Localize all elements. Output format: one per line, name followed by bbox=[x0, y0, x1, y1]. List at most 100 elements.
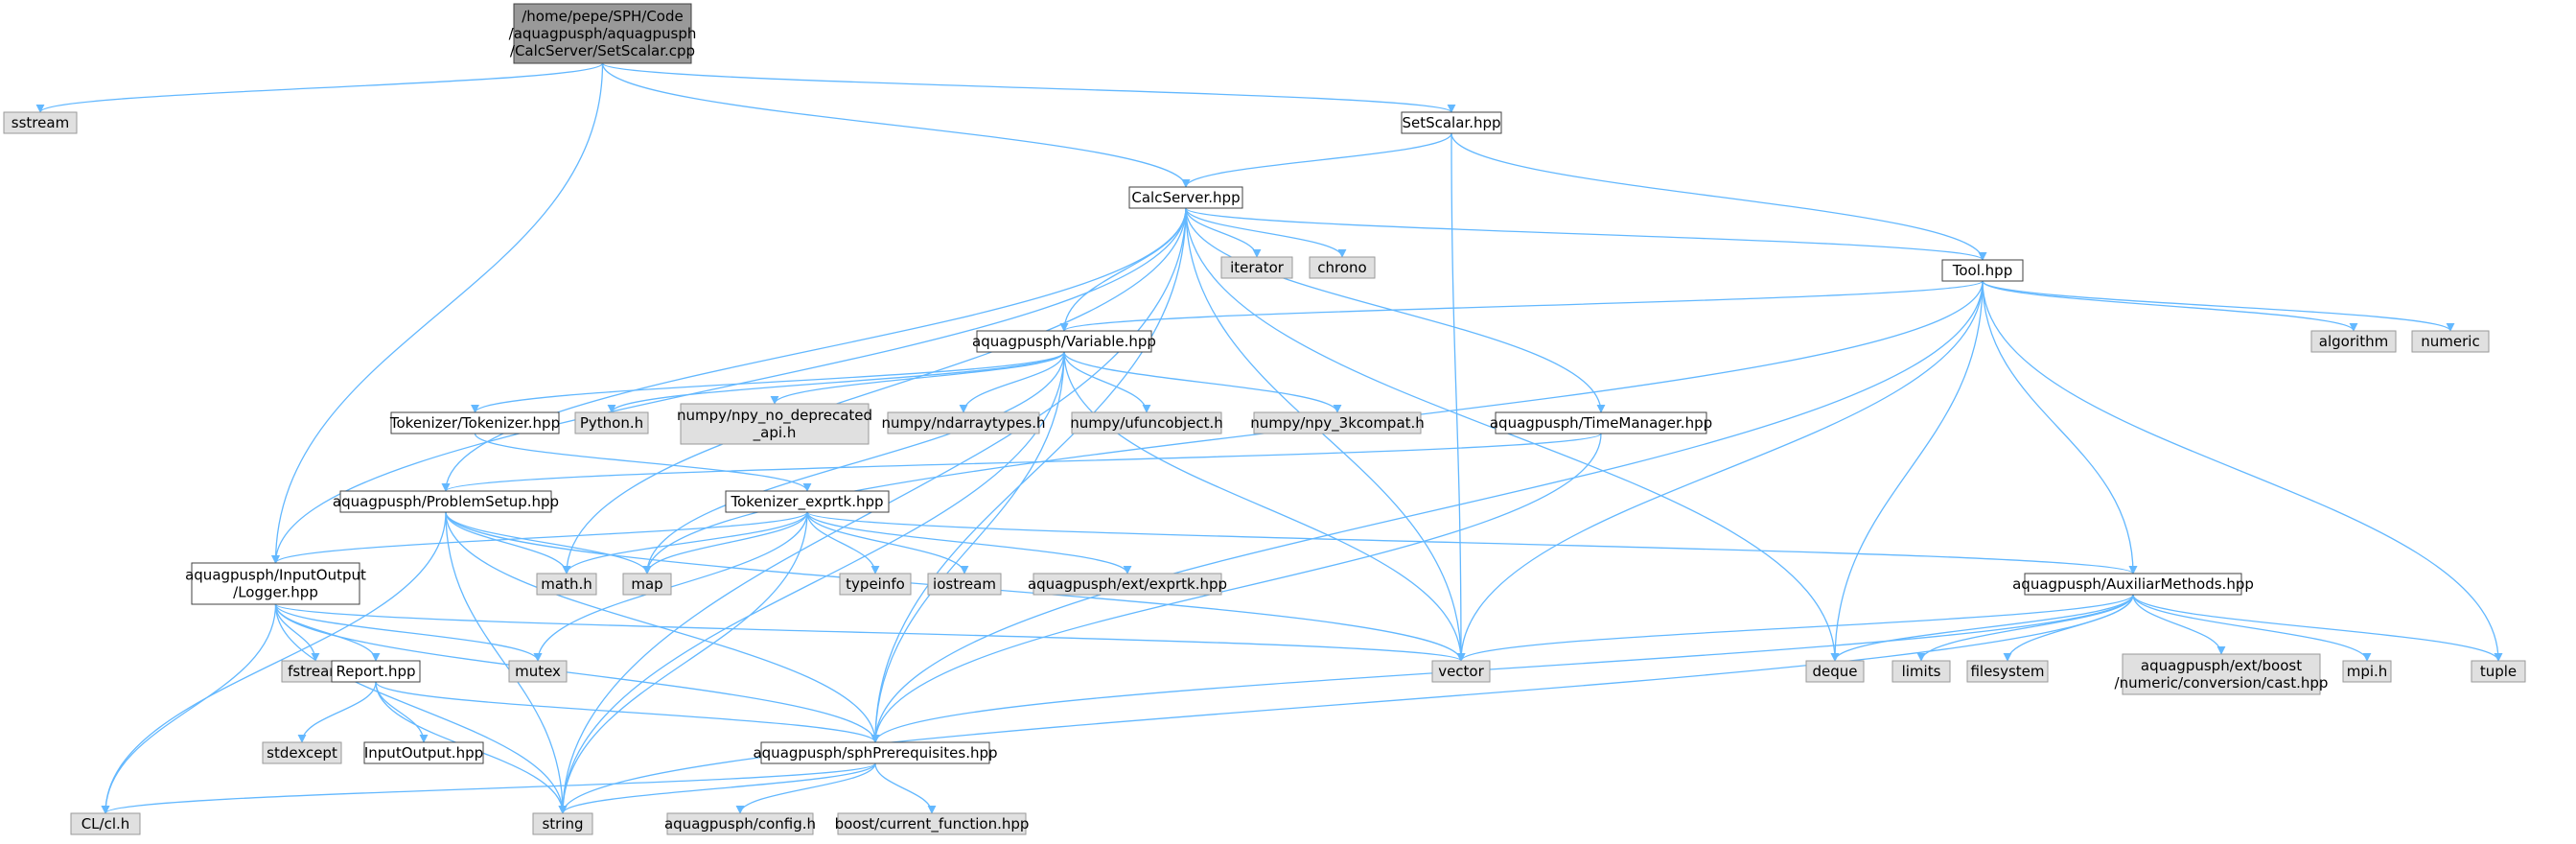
node-box-setscalar bbox=[1401, 111, 1502, 134]
node-timemanager[interactable]: aquagpusph/TimeManager.hpp bbox=[1490, 411, 1712, 434]
edge-variable-to-ufunc bbox=[1063, 351, 1151, 413]
node-iterator: iterator bbox=[1220, 256, 1293, 279]
node-box-problemsetup bbox=[339, 490, 552, 513]
edge-sphprereq-to-string bbox=[558, 762, 876, 814]
node-label-algorithm: algorithm bbox=[2319, 333, 2388, 350]
node-report[interactable]: Report.hpp bbox=[331, 660, 421, 683]
node-box-pythonh bbox=[574, 411, 649, 434]
node-label-numeric: numeric bbox=[2421, 333, 2479, 350]
node-box-tuple bbox=[2471, 660, 2526, 683]
edge-calcserver-to-vector bbox=[1185, 207, 1466, 662]
node-box-ufunc bbox=[1071, 411, 1222, 434]
node-box-exprtk bbox=[725, 490, 890, 513]
node-label-stdexcept: stdexcept bbox=[267, 744, 337, 762]
node-label-iterator: iterator bbox=[1230, 259, 1285, 276]
node-box-auxiliar bbox=[2024, 573, 2242, 596]
node-auxiliar[interactable]: aquagpusph/AuxiliarMethods.hpp bbox=[2012, 573, 2254, 596]
node-limits: limits bbox=[1891, 660, 1951, 683]
node-box-variable bbox=[976, 330, 1152, 353]
node-box-algorithm bbox=[2310, 330, 2397, 353]
edge-exprtk-to-auxiliar bbox=[806, 511, 2138, 574]
node-box-timemanager bbox=[1495, 411, 1707, 434]
node-label-problemsetup: aquagpusph/ProblemSetup.hpp bbox=[333, 493, 559, 510]
edges bbox=[35, 62, 2503, 814]
node-label-tool: Tool.hpp bbox=[1952, 262, 2012, 279]
node-map: map bbox=[622, 573, 672, 596]
node-label-variable: aquagpusph/Variable.hpp bbox=[972, 333, 1156, 350]
edge-auxiliar-to-deque bbox=[1830, 594, 2134, 662]
node-box-deque bbox=[1805, 660, 1865, 683]
edge-calcserver-to-mathh bbox=[562, 207, 1187, 574]
node-box-numeric bbox=[2411, 330, 2490, 353]
node-box-string bbox=[532, 812, 593, 835]
edge-auxiliar-to-vector bbox=[1456, 594, 2134, 662]
edge-exprtk-to-mutex bbox=[533, 511, 808, 662]
edge-exprtk-to-extexprtk bbox=[806, 511, 1132, 574]
node-label-typeinfo: typeinfo bbox=[846, 575, 905, 593]
edge-tool-to-tuple bbox=[1982, 280, 2503, 662]
node-variable[interactable]: aquagpusph/Variable.hpp bbox=[972, 330, 1156, 353]
edge-report-to-inputoutput bbox=[375, 681, 429, 743]
edge-logger-to-string bbox=[274, 603, 568, 814]
edge-tokenizer-to-exprtk bbox=[474, 433, 812, 492]
edge-logger-to-clh bbox=[101, 603, 277, 814]
edge-exprtk-to-mathh bbox=[562, 511, 808, 574]
node-problemsetup[interactable]: aquagpusph/ProblemSetup.hpp bbox=[333, 490, 559, 513]
node-box-tool bbox=[1941, 259, 2024, 282]
node-vector: vector bbox=[1431, 660, 1491, 683]
node-label-vector: vector bbox=[1438, 663, 1484, 680]
node-box-filesystem bbox=[1966, 660, 2049, 683]
edge-calcserver-to-variable bbox=[1059, 207, 1187, 332]
node-inputoutput[interactable]: InputOutput.hpp bbox=[363, 741, 484, 764]
edge-tool-to-algorithm bbox=[1982, 280, 2358, 332]
edge-calcserver-to-sphprereq bbox=[870, 207, 1187, 743]
node-box-stdexcept bbox=[262, 741, 342, 764]
edge-problemsetup-to-clh bbox=[101, 511, 447, 814]
node-filesystem: filesystem bbox=[1966, 660, 2049, 683]
node-box-mathh bbox=[536, 573, 597, 596]
node-box-ndarray bbox=[887, 411, 1040, 434]
node-box-inputoutput bbox=[363, 741, 484, 764]
node-stdexcept: stdexcept bbox=[262, 741, 342, 764]
node-label-calcserver: CalcServer.hpp bbox=[1131, 189, 1240, 206]
node-calcserver[interactable]: CalcServer.hpp bbox=[1128, 186, 1243, 209]
node-logger[interactable]: aquagpusph/InputOutput/Logger.hpp bbox=[185, 562, 366, 605]
node-root[interactable]: /home/pepe/SPH/Code/aquagpusph/aquagpusp… bbox=[509, 3, 697, 64]
edge-exprtk-to-string bbox=[558, 511, 808, 814]
edge-root-to-sstream bbox=[35, 62, 604, 113]
node-boostcast: aquagpusph/ext/boost/numeric/conversion/… bbox=[2115, 653, 2328, 695]
node-box-npy3k bbox=[1253, 411, 1422, 434]
node-deque: deque bbox=[1805, 660, 1865, 683]
edge-tool-to-variable bbox=[1059, 280, 1984, 332]
node-tool[interactable]: Tool.hpp bbox=[1941, 259, 2024, 282]
node-label-mpih: mpi.h bbox=[2347, 663, 2388, 680]
node-clh: CL/cl.h bbox=[70, 812, 141, 835]
edge-logger-to-vector bbox=[274, 603, 1466, 662]
node-box-typeinfo bbox=[839, 573, 912, 596]
node-setscalar[interactable]: SetScalar.hpp bbox=[1401, 111, 1502, 134]
node-box-calcserver bbox=[1128, 186, 1243, 209]
edge-root-to-logger bbox=[271, 62, 604, 564]
node-label-ufunc: numpy/ufuncobject.h bbox=[1070, 414, 1223, 432]
edge-logger-to-sphprereq bbox=[274, 603, 880, 743]
node-tokenizer[interactable]: Tokenizer/Tokenizer.hpp bbox=[389, 411, 560, 434]
node-string: string bbox=[532, 812, 593, 835]
node-label-npydep: numpy/npy_no_deprecated_api.h bbox=[677, 407, 872, 442]
node-sphprereq[interactable]: aquagpusph/sphPrerequisites.hpp bbox=[753, 741, 998, 764]
node-label-inputoutput: InputOutput.hpp bbox=[364, 744, 483, 762]
edge-sphprereq-to-clh bbox=[101, 762, 876, 814]
node-algorithm: algorithm bbox=[2310, 330, 2397, 353]
node-label-extexprtk: aquagpusph/ext/exprtk.hpp bbox=[1028, 575, 1227, 593]
node-label-logger: aquagpusph/InputOutput/Logger.hpp bbox=[185, 567, 366, 601]
edge-sphprereq-to-boostfn bbox=[874, 762, 937, 814]
node-pythonh: Python.h bbox=[574, 411, 649, 434]
edge-exprtk-to-typeinfo bbox=[806, 511, 880, 574]
node-label-clh: CL/cl.h bbox=[81, 815, 130, 832]
node-exprtk[interactable]: Tokenizer_exprtk.hpp bbox=[725, 490, 890, 513]
node-label-mathh: math.h bbox=[541, 575, 592, 593]
node-label-exprtk: Tokenizer_exprtk.hpp bbox=[730, 493, 883, 511]
edge-variable-to-map bbox=[642, 351, 1065, 574]
node-label-fstream: fstream bbox=[288, 663, 343, 680]
edge-tool-to-numeric bbox=[1982, 280, 2455, 332]
node-box-sphprereq bbox=[760, 741, 990, 764]
